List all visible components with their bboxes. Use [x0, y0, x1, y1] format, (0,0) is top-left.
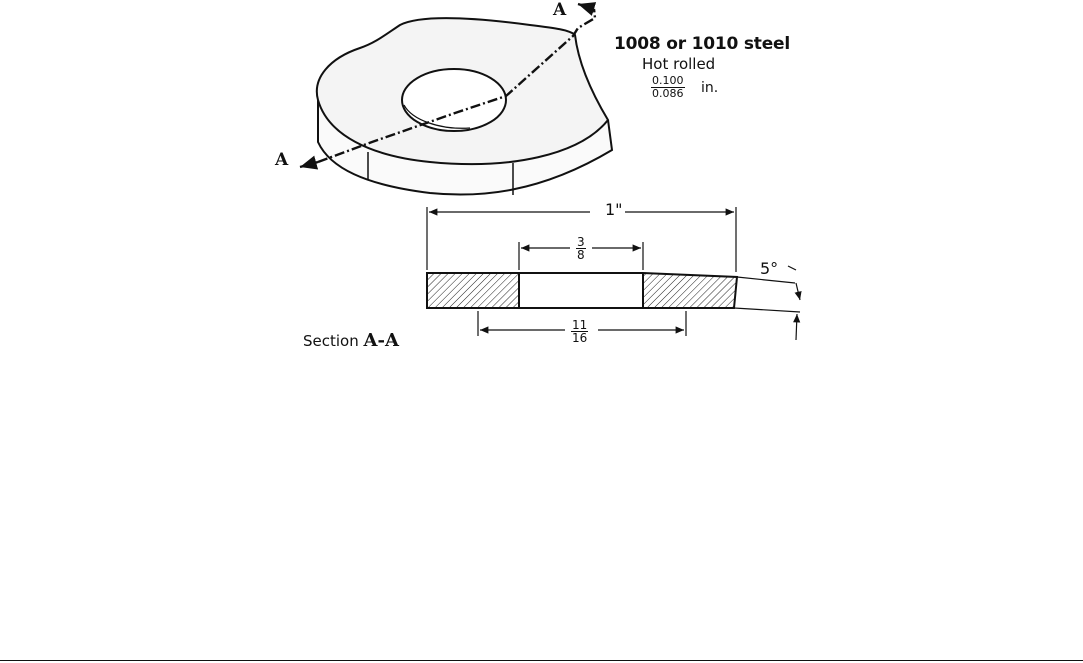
overall-width-dimension: 1" [603, 200, 625, 219]
taper-angle-dimension: 5° [760, 259, 778, 278]
section-hatch-left [427, 273, 519, 308]
isometric-view [317, 18, 612, 195]
bottom-width-dimension: 11 16 [571, 319, 588, 344]
hole-diameter-dimension: 3 8 [576, 236, 586, 261]
hole-diameter-denominator: 8 [577, 249, 585, 261]
section-hatch-right [643, 273, 737, 308]
process-label: Hot rolled [642, 55, 715, 73]
section-marker-top: A [553, 0, 566, 20]
section-title: Section A-A [303, 330, 399, 351]
thickness-fraction: 0.100 0.086 [651, 75, 685, 100]
material-label: 1008 or 1010 steel [614, 34, 790, 54]
section-title-prefix: Section [303, 332, 359, 350]
thickness-unit: in. [701, 80, 718, 96]
section-view [427, 273, 737, 308]
thickness-lower: 0.086 [652, 88, 684, 100]
page-bottom-rule [0, 660, 1083, 661]
bottom-width-denominator: 16 [572, 332, 587, 344]
section-marker-left: A [275, 150, 288, 170]
section-title-name: A-A [364, 330, 399, 351]
